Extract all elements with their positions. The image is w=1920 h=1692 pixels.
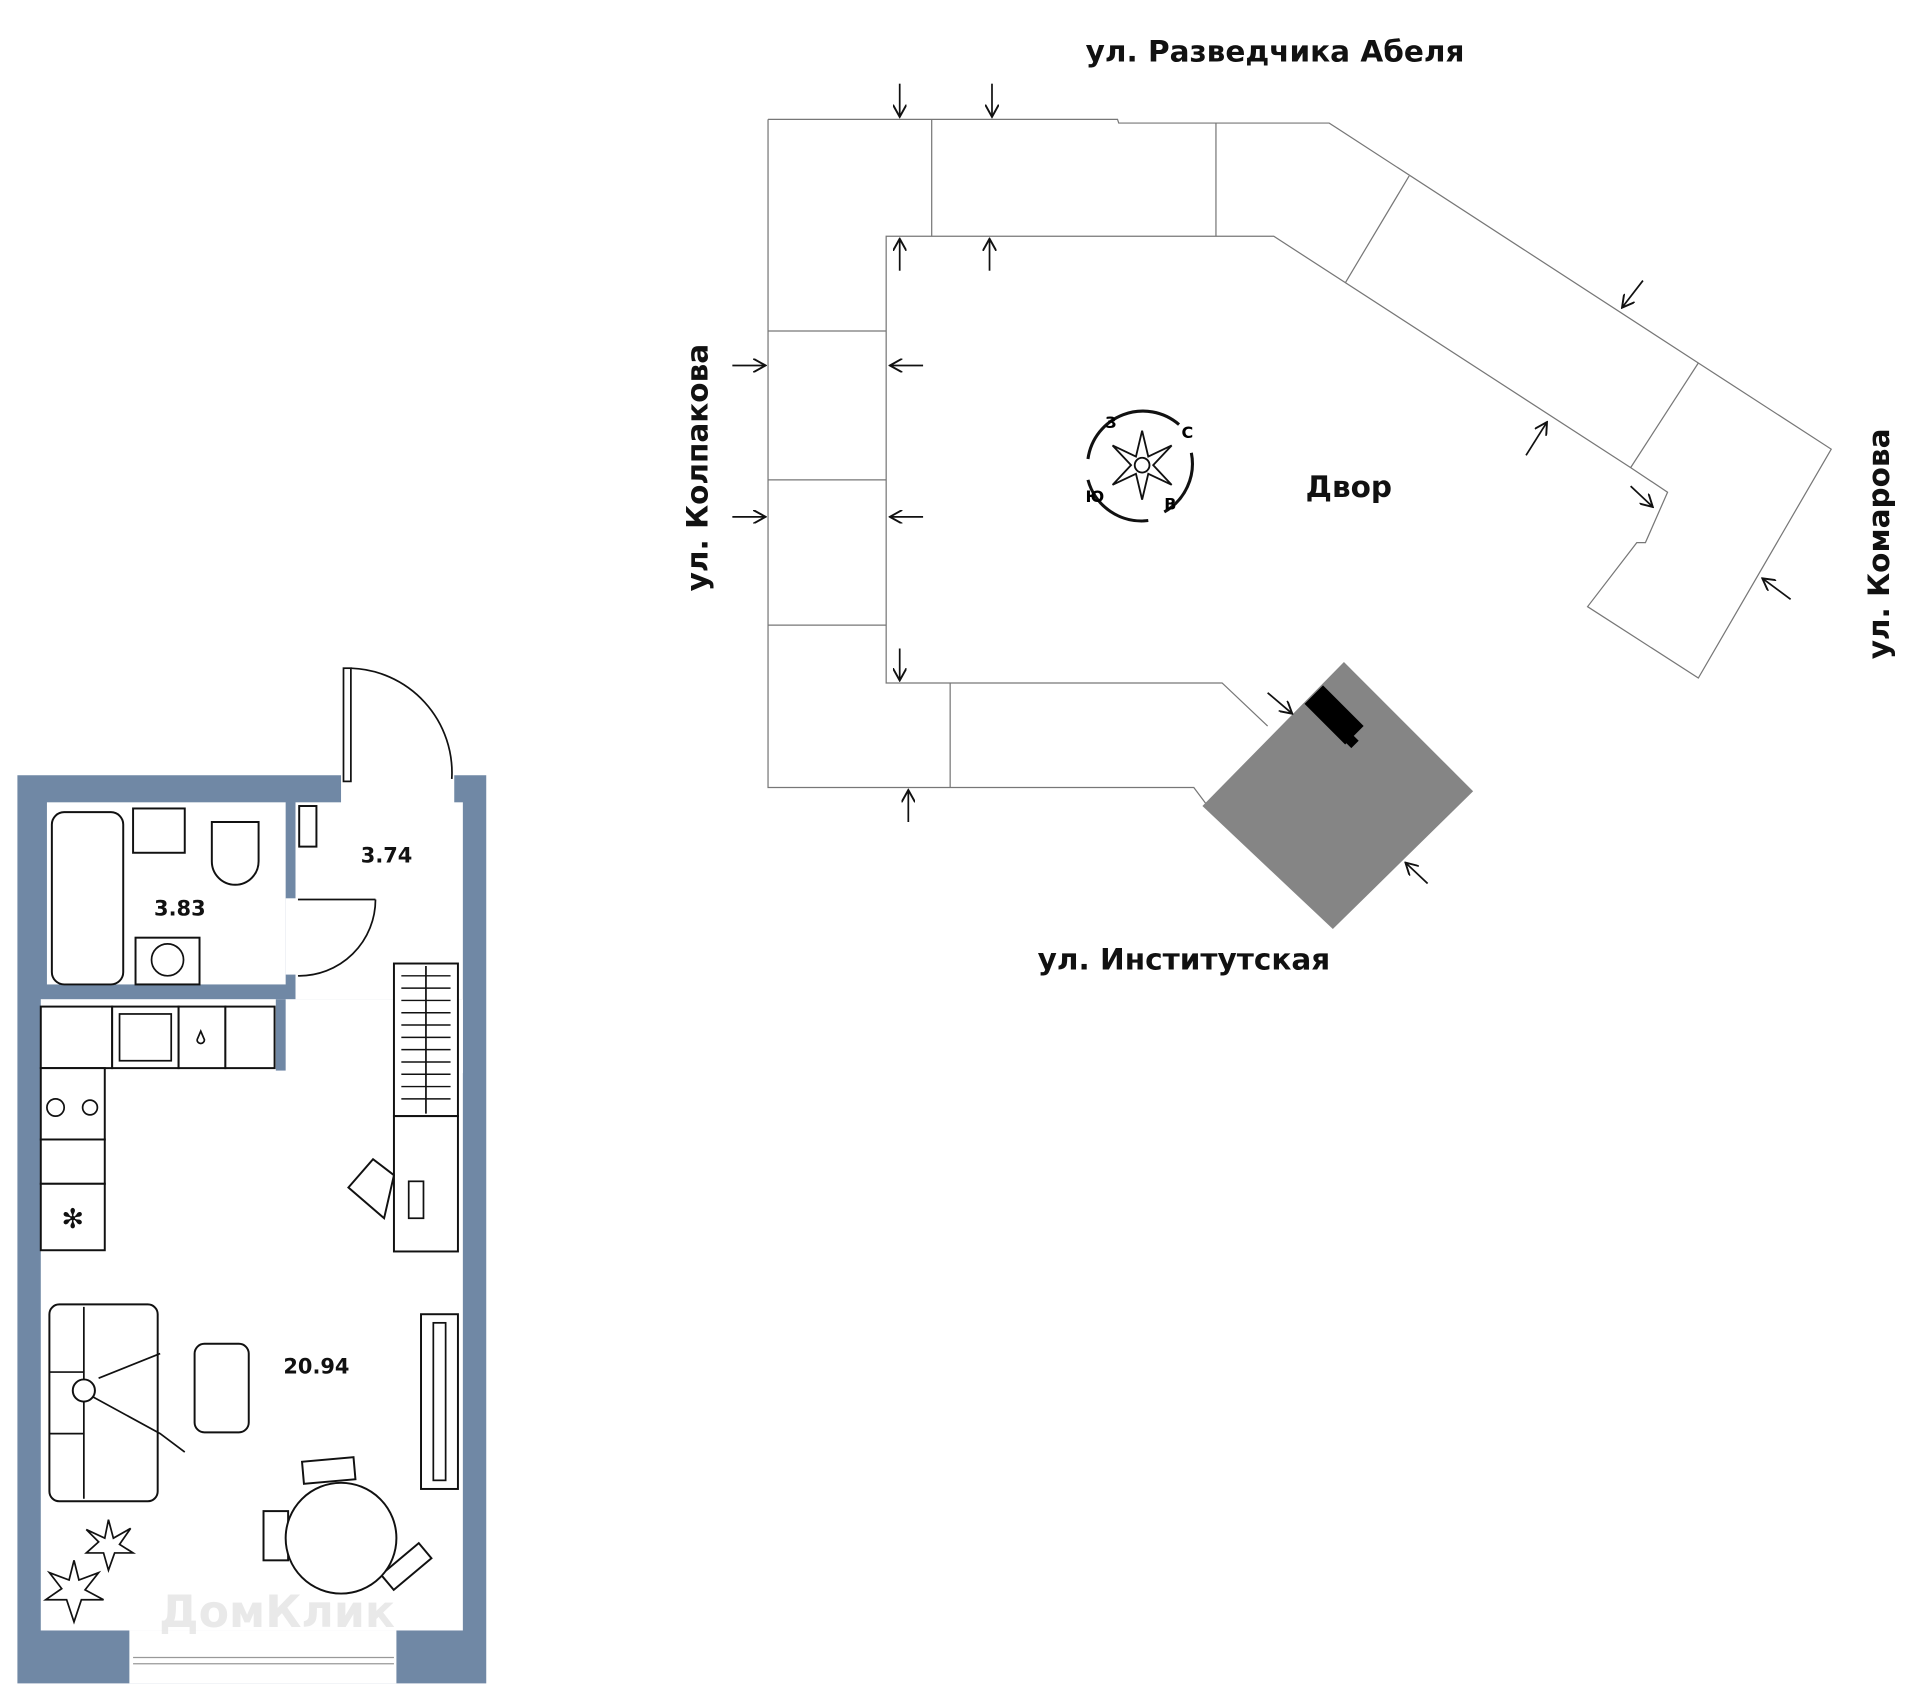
compass-south: Ю: [1086, 487, 1105, 506]
bathroom-door[interactable]: [297, 898, 377, 977]
svg-text:✻: ✻: [61, 1204, 84, 1235]
kitchen-counter: ✻: [39, 1005, 276, 1252]
sofa-icon: [48, 1303, 186, 1503]
compass-west: З: [1105, 413, 1116, 432]
floor-plan: ✻: [17, 667, 487, 1684]
site-plan: ул. Разведчика Абеля ул. Колпакова ул. К…: [681, 35, 1896, 977]
living-room-area-label: 20.94: [283, 1354, 349, 1378]
compass-east: В: [1164, 494, 1176, 513]
compass-rose-icon: С В Ю З: [1086, 409, 1194, 523]
courtyard-label: Двор: [1306, 470, 1392, 504]
street-label-east: ул. Комарова: [1862, 429, 1896, 660]
desk-icon: [392, 1115, 459, 1253]
sink-icon: [132, 807, 186, 854]
toilet-icon: [210, 821, 260, 886]
coffee-table-icon: [193, 1342, 250, 1434]
bathroom-area-label: 3.83: [154, 897, 206, 921]
hallway-area-label: 3.74: [361, 844, 413, 868]
tv-stand-icon: [420, 1313, 459, 1490]
kitchen-sink-icon: [111, 1005, 180, 1070]
towel-rail-icon: [298, 805, 318, 848]
bathtub-icon: [50, 811, 125, 986]
street-label-west: ул. Колпакова: [681, 344, 715, 592]
plant-icon: [42, 1519, 137, 1625]
washing-machine-icon: [134, 936, 201, 986]
street-label-north: ул. Разведчика Абеля: [1086, 35, 1465, 69]
stove-icon: [39, 1067, 106, 1141]
building-outline: [767, 118, 1833, 813]
office-chair-icon: [347, 1157, 396, 1221]
dining-table-icon: [262, 1456, 433, 1595]
entrance-arrows: [732, 83, 1792, 885]
highlighted-section[interactable]: [1202, 662, 1474, 930]
watermark: ДомКлик: [159, 1587, 395, 1638]
selected-entrance-marker: [1304, 685, 1364, 749]
street-label-south: ул. Институтская: [1038, 943, 1331, 977]
fridge-icon: [39, 1182, 106, 1252]
entrance-door[interactable]: [342, 667, 453, 783]
compass-north: С: [1181, 423, 1193, 442]
